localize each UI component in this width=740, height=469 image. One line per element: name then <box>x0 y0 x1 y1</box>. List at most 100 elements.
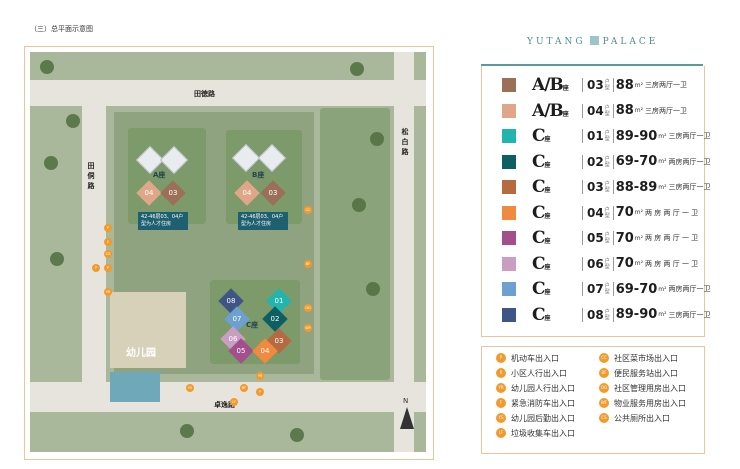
brand-right: PALACE <box>602 37 659 47</box>
legend-unit-type: 户型 <box>604 232 610 244</box>
legend-layout: 两 房 两 厅 一 卫 <box>645 234 699 242</box>
legend-separator <box>582 180 583 194</box>
unit-c-02-label: 02 <box>270 315 280 323</box>
legend-separator <box>612 78 614 92</box>
legend-unit-number: 07 <box>587 282 604 296</box>
legend-unit-number: 04 <box>587 103 604 118</box>
facility-item: BF 便民服务站出入口 <box>599 367 678 379</box>
facility-label: 社区管理用房出入口 <box>614 383 686 393</box>
site-plan-frame <box>24 46 434 460</box>
tree <box>366 282 380 296</box>
legend-area: 70 <box>615 205 634 220</box>
green-a <box>128 128 206 224</box>
legend-area-unit: m² <box>658 158 667 165</box>
talent-housing-tag-a: 42-46层03、04户型为人才住房 <box>138 212 188 230</box>
tree <box>290 428 304 442</box>
legend-area-unit: m² <box>658 311 667 318</box>
kindergarten-block <box>110 292 186 368</box>
marker-ys: YS <box>186 384 194 392</box>
facility-label: 物业服务用房出入口 <box>614 398 686 408</box>
unit-c-05-label: 05 <box>236 347 246 355</box>
facility-marker-icon: YR <box>496 383 506 393</box>
unit-c-03-label: 03 <box>274 337 284 345</box>
legend-swatch <box>502 205 516 220</box>
legend-separator <box>582 231 583 245</box>
legend-unit-type: 户型 <box>604 155 610 168</box>
building-a-label: A座 <box>153 171 166 179</box>
legend-building: C座 <box>532 253 551 274</box>
marker-lf: LF <box>230 398 238 406</box>
marker-bf: BF <box>240 384 248 392</box>
facility-label: 便民服务站出入口 <box>614 368 678 378</box>
legend-separator <box>582 129 583 143</box>
legend-unit-type: 户型 <box>604 308 610 321</box>
unit-c-04-label: 04 <box>260 347 270 355</box>
brand-left: YUTANG <box>527 37 586 47</box>
brand-logo-icon <box>589 36 599 45</box>
facility-marker-icon: P <box>496 353 506 363</box>
page-heading: （三）总平面示意图 <box>30 25 93 33</box>
legend-separator <box>612 129 614 143</box>
legend-unit-type: 户型 <box>604 104 610 117</box>
legend-area: 70 <box>615 256 634 271</box>
facility-label: 公共厕所出入口 <box>614 413 670 423</box>
legend-area: 89-90 <box>615 307 658 322</box>
legend-separator <box>582 103 583 118</box>
tree <box>50 252 64 266</box>
legend-area-unit: m² <box>634 107 644 114</box>
facility-marker-icon: BF <box>599 368 609 378</box>
marker-og: OG <box>304 304 312 312</box>
legend-layout: 三房两厅一卫 <box>645 81 688 89</box>
legend-unit-type: 户型 <box>604 181 610 193</box>
facility-legend-frame <box>481 346 705 454</box>
tree <box>44 156 58 170</box>
legend-unit-number: 08 <box>587 307 604 322</box>
road-label-south: 卓逸路 <box>214 401 235 409</box>
unit-c-01-label: 01 <box>274 297 284 305</box>
legend-separator <box>582 205 583 220</box>
unit-legend-frame <box>481 66 705 337</box>
legend-area: 69-70 <box>615 154 658 169</box>
legend-building: C座 <box>532 228 551 248</box>
facility-label: 幼儿园人行出入口 <box>511 383 575 393</box>
legend-swatch <box>502 307 516 322</box>
legend-top-rule <box>481 64 703 66</box>
legend-area: 88 <box>615 77 634 93</box>
unit-c-06-label: 06 <box>228 335 238 343</box>
north-arrow-icon: N <box>397 397 417 431</box>
facility-marker-icon: YS <box>496 413 506 423</box>
legend-separator <box>612 231 614 245</box>
legend-area: 89-90 <box>615 128 658 144</box>
legend-unit-number: 05 <box>587 231 604 245</box>
legend-unit-type: 户型 <box>604 206 610 219</box>
legend-swatch <box>502 154 516 169</box>
legend-area-unit: m² <box>634 234 644 242</box>
green-east <box>320 108 390 380</box>
marker-p: P <box>104 264 112 272</box>
legend-separator <box>612 154 614 169</box>
legend-building: C座 <box>532 151 551 172</box>
legend-building: A/B座 <box>532 75 569 95</box>
kindergarten-playground <box>110 372 160 402</box>
legend-building: C座 <box>532 126 551 146</box>
legend-layout: 两房两厅一卫 <box>668 285 711 293</box>
unit-a-03-label: 03 <box>168 189 178 197</box>
legend-layout: 两房两厅一卫 <box>668 157 711 166</box>
legend-swatch <box>502 282 516 296</box>
facility-item: YR 幼儿园人行出入口 <box>496 382 575 394</box>
legend-separator <box>612 256 614 271</box>
legend-area-unit: m² <box>634 260 644 267</box>
facility-label: 小区人行出入口 <box>511 368 567 378</box>
marker-yr: YR <box>256 372 264 380</box>
facility-marker-icon: CC <box>599 353 609 363</box>
facility-label: 幼儿园后勤出入口 <box>511 413 575 423</box>
road-east <box>394 52 414 452</box>
